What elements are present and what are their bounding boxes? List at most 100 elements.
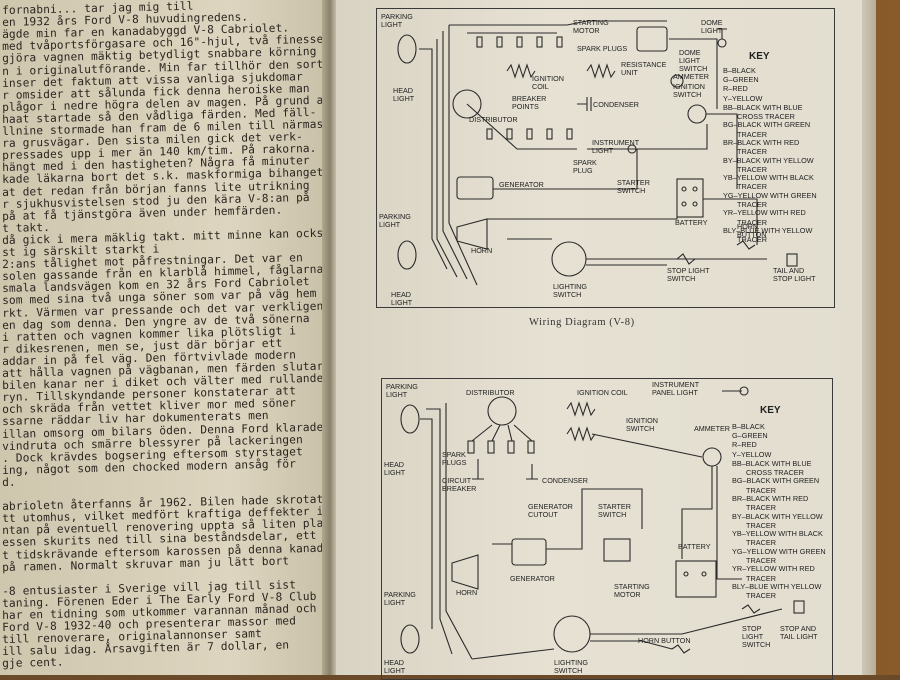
key-item: TRACER	[737, 200, 767, 209]
key-item: TRACER	[737, 182, 767, 192]
label-battery: BATTERY	[675, 218, 708, 227]
key-item: BR–BLACK WITH RED	[732, 494, 809, 503]
key-item: BB–BLACK WITH BLUE	[723, 102, 803, 112]
key-item: TRACER	[737, 235, 767, 245]
label-instrument-panel-light-b: INSTRUMENT PANEL LIGHT	[652, 380, 700, 397]
label-condenser: CONDENSER	[593, 100, 639, 109]
label-tail-stop-light: TAIL AND STOP LIGHT	[773, 266, 816, 283]
label-condenser-b: CONDENSER	[542, 476, 588, 485]
key-item: BB–BLACK WITH BLUE	[732, 458, 812, 468]
key-item: R–RED	[723, 84, 748, 94]
key-item: B–BLACK	[732, 422, 765, 431]
key-item: YB–YELLOW WITH BLACK	[723, 173, 814, 183]
key-item: YG–YELLOW WITH GREEN	[732, 546, 826, 556]
label-ignition-switch: IGNITION SWITCH	[673, 82, 705, 99]
label-horn: HORN	[471, 246, 493, 255]
key-item: TRACER	[737, 164, 767, 174]
key-title-top: KEY	[749, 51, 770, 62]
key-item: TRACER	[746, 538, 776, 548]
label-horn-button: HORN BUTTON	[737, 222, 767, 239]
key-item: G–GREEN	[732, 431, 768, 441]
label-parking-light-b2: PARKING LIGHT	[384, 590, 416, 607]
wiring-diagram-bottom-drawing	[400, 386, 805, 660]
page-edge	[862, 0, 876, 675]
label-spark-plug: SPARK PLUG	[573, 158, 597, 175]
label-ignition-coil: IGNITION COIL	[532, 74, 564, 91]
text-line: gje cent.	[2, 655, 64, 671]
key-item: Y–YELLOW	[732, 449, 772, 459]
key-item: TRACER	[737, 129, 767, 139]
label-stop-tail-light-b: STOP AND TAIL LIGHT	[780, 624, 818, 641]
wiring-diagram-bottom: PARKING LIGHT HEAD LIGHT DISTRIBUTOR IGN…	[381, 378, 833, 680]
label-spark-plugs: SPARK PLUGS	[577, 44, 628, 53]
text-line: då gick i mera mäklig takt. mitt minne k…	[2, 226, 330, 247]
key-item: BLY–BLUE WITH YELLOW	[732, 582, 822, 591]
label-dome-light-switch: DOME LIGHT SWITCH	[679, 48, 708, 73]
label-ignition-switch-b: IGNITION SWITCH	[626, 416, 658, 433]
label-circuit-breaker-b: CIRCUIT BREAKER	[442, 476, 477, 493]
label-starter-switch: STARTER SWITCH	[617, 178, 650, 195]
wiring-diagram-v8-top: PARKING LIGHT HEAD LIGHT SPARK PLUGS STA…	[376, 8, 835, 308]
key-item: BY–BLACK WITH YELLOW	[723, 155, 814, 165]
key-item: TRACER	[746, 556, 776, 565]
key-item: BY–BLACK WITH YELLOW	[732, 511, 823, 521]
book-gutter	[322, 0, 338, 675]
key-item: TRACER	[746, 485, 776, 495]
label-generator-b: GENERATOR	[510, 574, 555, 583]
label-generator-cutout-b: GENERATOR CUTOUT	[528, 502, 573, 519]
key-item: YR–YELLOW WITH RED	[723, 208, 806, 218]
label-parking-light-lower: PARKING LIGHT	[379, 212, 411, 229]
label-ammeter: AMMETER	[673, 72, 709, 81]
key-item: G–GREEN	[723, 75, 759, 85]
key-item: TRACER	[746, 520, 776, 530]
label-generator: GENERATOR	[499, 180, 544, 189]
label-distributor-b: DISTRIBUTOR	[466, 388, 515, 397]
right-page: PARKING LIGHT HEAD LIGHT SPARK PLUGS STA…	[336, 0, 872, 680]
label-ammeter-b: AMMETER	[694, 424, 730, 433]
key-title-bottom: KEY	[760, 405, 781, 416]
label-stop-light-switch: STOP LIGHT SWITCH	[667, 266, 710, 283]
label-dome-light: DOME LIGHT	[701, 18, 723, 35]
label-head-light-b: HEAD LIGHT	[384, 460, 406, 477]
label-starting-motor: STARTING MOTOR	[573, 18, 609, 35]
label-battery-b: BATTERY	[678, 542, 711, 551]
label-resistance-unit: RESISTANCE UNIT	[621, 60, 667, 77]
key-item: YR–YELLOW WITH RED	[732, 564, 815, 574]
key-item: TRACER	[746, 503, 776, 513]
key-item: CROSS TRACER	[737, 112, 795, 121]
label-spark-plugs-b: SPARK PLUGS	[442, 450, 467, 467]
wiring-diagram-v8-drawing	[397, 20, 798, 286]
diagram-caption: Wiring Diagram (V-8)	[529, 317, 635, 328]
label-starter-switch-b: STARTER SWITCH	[598, 502, 631, 519]
label-ignition-coil-b: IGNITION COIL	[577, 388, 628, 397]
label-horn-b: HORN	[456, 588, 478, 597]
key-item: YG–YELLOW WITH GREEN	[723, 190, 817, 200]
key-item: BG–BLACK WITH GREEN	[723, 120, 811, 130]
key-item: BR–BLACK WITH RED	[723, 138, 800, 147]
label-instrument-light: INSTRUMENT LIGHT	[592, 138, 640, 155]
key-item: CROSS TRACER	[746, 468, 804, 477]
label-stop-light-switch-b: STOP LIGHT SWITCH	[742, 624, 771, 649]
label-head-light-top: HEAD LIGHT	[393, 86, 415, 103]
label-distributor: DISTRIBUTOR	[469, 115, 518, 124]
key-item: TRACER	[737, 217, 767, 227]
label-breaker-points: BREAKER POINTS	[512, 94, 547, 111]
key-item: TRACER	[737, 147, 767, 157]
text-line: d.	[2, 475, 16, 489]
key-item: BLY–BLUE WITH YELLOW	[723, 226, 813, 235]
label-starting-motor-b: STARTING MOTOR	[614, 582, 650, 599]
key-item: R–RED	[732, 440, 757, 450]
label-parking-light-b: PARKING LIGHT	[386, 382, 418, 399]
label-parking-light-top: PARKING LIGHT	[381, 12, 413, 29]
key-item: Y–YELLOW	[723, 93, 763, 103]
label-head-light-b2: HEAD LIGHT	[384, 658, 406, 675]
key-item: B–BLACK	[723, 66, 756, 75]
key-item: BG–BLACK WITH GREEN	[732, 476, 820, 486]
label-lighting-switch: LIGHTING SWITCH	[553, 282, 587, 299]
key-item: YB–YELLOW WITH BLACK	[732, 529, 823, 539]
key-item: TRACER	[746, 573, 776, 583]
label-lighting-switch-b: LIGHTING SWITCH	[554, 658, 588, 675]
label-horn-button-b: HORN BUTTON	[638, 636, 691, 645]
label-head-light-lower: HEAD LIGHT	[391, 290, 413, 307]
